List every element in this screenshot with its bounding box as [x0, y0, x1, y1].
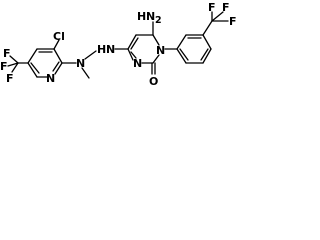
label-left-f2: F [0, 60, 8, 73]
label-hydrazine-n: N [76, 57, 85, 70]
chemical-structure-diagram: F F F Cl N N H N H N 2 N N O F F F [0, 1, 237, 88]
pyrimidinone-ring [127, 21, 178, 75]
label-chlorine: Cl [53, 30, 65, 43]
label-hydrazine-nh-h: H [97, 43, 106, 56]
bond-ph-c4-c5 [202, 48, 212, 64]
left-trifluoromethyl-group [7, 55, 29, 73]
hydrazine-linker [81, 48, 129, 79]
bond-py-c2-n1 [54, 62, 63, 75]
bond-cf3-right-f2 [211, 11, 224, 22]
bond-cf3-left-f1 [9, 55, 19, 64]
bond-py-c3-c2 [53, 48, 63, 64]
bond-pm-c6-n1 [152, 34, 160, 46]
bond-pm-c4-c5-double [130, 37, 139, 50]
label-amine-n: N [146, 10, 155, 23]
label-pyridine-n: N [46, 72, 55, 85]
label-right-f3: F [229, 15, 237, 28]
bond-cf3-left-f3 [11, 62, 19, 73]
bond-pm-c4-c5 [127, 34, 137, 50]
label-carbonyl-o: O [149, 75, 158, 88]
label-ring-n3: N [133, 57, 142, 70]
bond-n-n [84, 50, 97, 60]
bond-py-c6-c5-double [30, 62, 40, 74]
bond-py-c2-n1-double [52, 61, 60, 72]
bond-ph-c3-c4 [202, 34, 212, 50]
bond-ph-c1-c2 [176, 34, 187, 50]
label-ring-n1: N [156, 44, 165, 57]
bond-ph-c6-c1 [176, 48, 187, 64]
bond-pm-n3-c4-double [130, 51, 137, 59]
label-amine-subscript: 2 [155, 15, 162, 26]
bond-pm-n1-c2 [152, 54, 160, 64]
bond-ph-c4-c5-double [200, 48, 209, 61]
label-hydrazine-nh-n: N [106, 43, 115, 56]
label-right-f1: F [208, 1, 216, 14]
right-trifluoromethyl-group [211, 11, 229, 22]
bond-pm-n3-c4 [127, 48, 134, 61]
label-right-f2: F [222, 1, 230, 14]
bond-ph-c6-c1-double [179, 48, 189, 61]
bond-ph-c3-cf3 [202, 20, 213, 36]
pyridine-ring [27, 39, 77, 78]
label-left-f3: F [6, 72, 14, 85]
bond-cf3-left-f2 [7, 62, 19, 67]
label-amine-h: H [137, 10, 146, 23]
label-left-f1: F [3, 47, 11, 60]
bond-n-methyl [81, 67, 90, 79]
bond-py-c6-c5 [27, 62, 38, 78]
bond-py-c3-cl [53, 39, 60, 50]
bond-py-c5-c4 [27, 48, 38, 64]
phenyl-ring [176, 20, 213, 64]
atom-labels: F F F Cl N N H N H N 2 N N O F F F [0, 1, 237, 88]
